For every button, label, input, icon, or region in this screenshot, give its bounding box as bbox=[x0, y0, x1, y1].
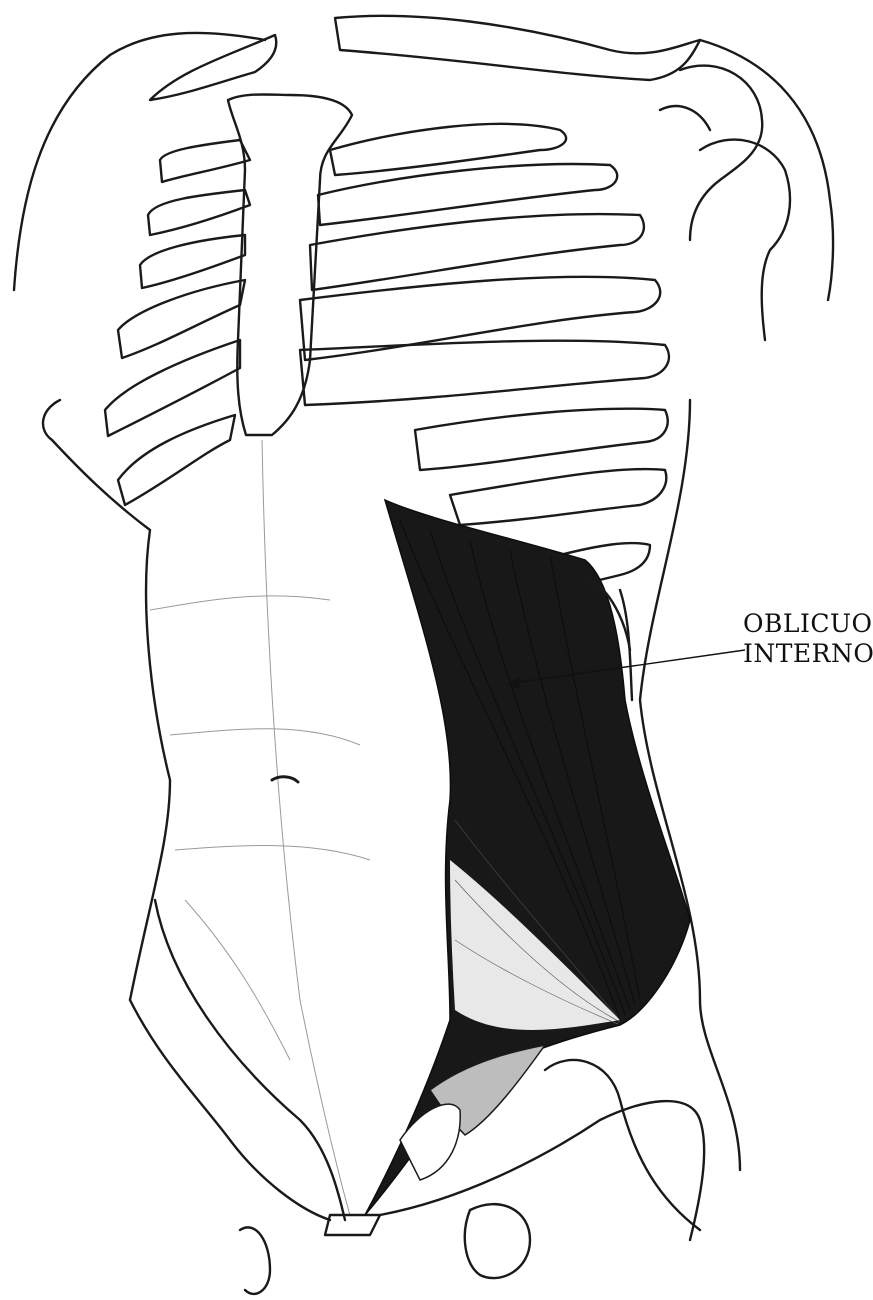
clavicles bbox=[150, 16, 700, 100]
abdomen-sketch bbox=[150, 440, 370, 1215]
shoulder-joint bbox=[660, 66, 790, 340]
muscle-label-line1: OBLICUO bbox=[743, 609, 873, 639]
internal-oblique-muscle bbox=[365, 500, 690, 1215]
ribs-right bbox=[300, 124, 669, 585]
muscle-label-line2: INTERNO bbox=[743, 639, 873, 669]
ribs-left bbox=[105, 140, 250, 505]
sternum bbox=[228, 94, 352, 435]
